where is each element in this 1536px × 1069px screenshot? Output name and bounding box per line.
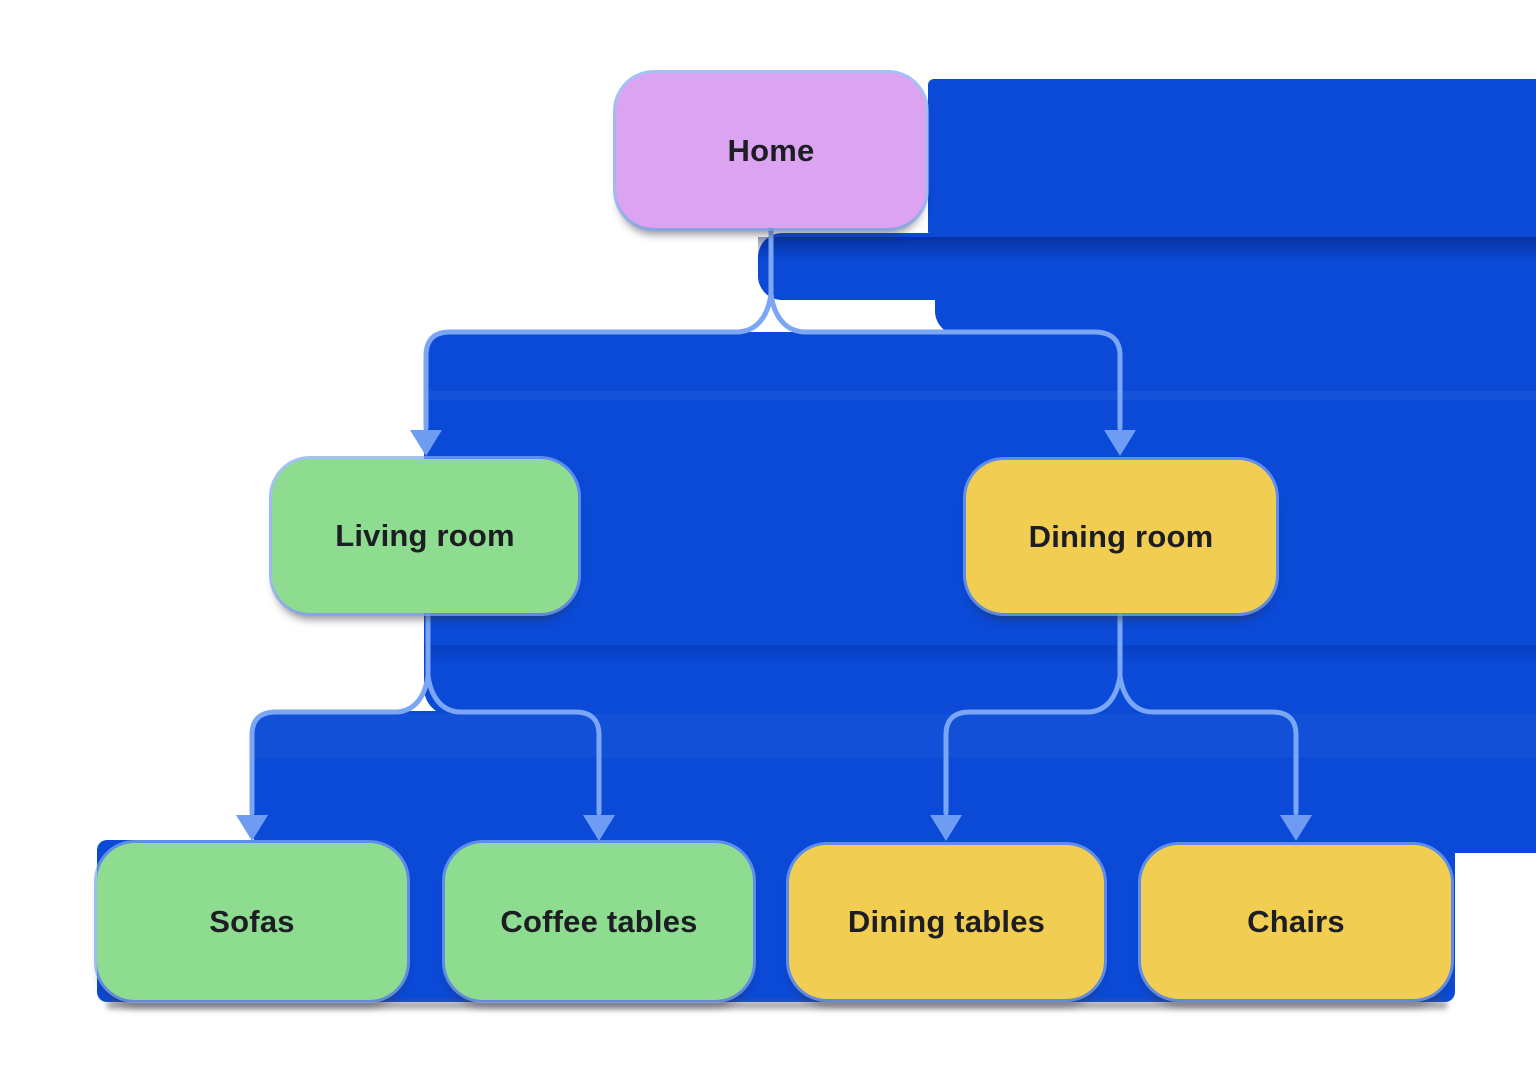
bottom-row-shadow — [107, 1001, 1447, 1009]
node-sofas[interactable]: Sofas — [97, 843, 407, 1000]
node-coffee-tables-label: Coffee tables — [500, 903, 698, 939]
panel-step-bottom-row — [97, 840, 1455, 1002]
arrow-dining-tables — [930, 815, 962, 841]
arrow-chairs — [1280, 815, 1312, 841]
node-living-room[interactable]: Living room — [272, 459, 578, 613]
node-dining-room-label: Dining room — [1028, 518, 1214, 554]
connectors — [249, 225, 1299, 816]
connector-home-living-room — [423, 291, 774, 431]
node-home[interactable]: Home — [616, 73, 926, 228]
arrow-living-room — [410, 430, 442, 456]
node-living-room-label: Living room — [335, 518, 515, 553]
node-dining-tables[interactable]: Dining tables — [789, 845, 1104, 999]
node-chairs-label: Chairs — [1247, 904, 1345, 939]
connector-living-room-sofas — [249, 673, 431, 816]
panel-step-level2 — [250, 711, 1536, 853]
connector-living-room-coffee-tables — [425, 673, 602, 816]
node-dining-tables-label: Dining tables — [847, 904, 1046, 939]
arrow-dining-room — [1104, 430, 1136, 456]
connector-dining-room-dining-tables — [943, 673, 1123, 816]
panel-step-top — [928, 79, 1536, 237]
node-home-label: Home — [727, 132, 815, 168]
connector-home-dining-room — [768, 291, 1123, 431]
node-coffee-tables[interactable]: Coffee tables — [445, 843, 753, 1000]
node-dining-room[interactable]: Dining room — [966, 460, 1276, 613]
connector-dining-room-chairs — [1117, 673, 1299, 816]
panel-seams — [424, 237, 1536, 665]
arrow-coffee-tables — [583, 815, 615, 841]
arrowheads — [236, 430, 1312, 841]
node-sofas-label: Sofas — [209, 903, 295, 939]
arrow-sofas — [236, 815, 268, 841]
node-chairs[interactable]: Chairs — [1141, 845, 1451, 999]
